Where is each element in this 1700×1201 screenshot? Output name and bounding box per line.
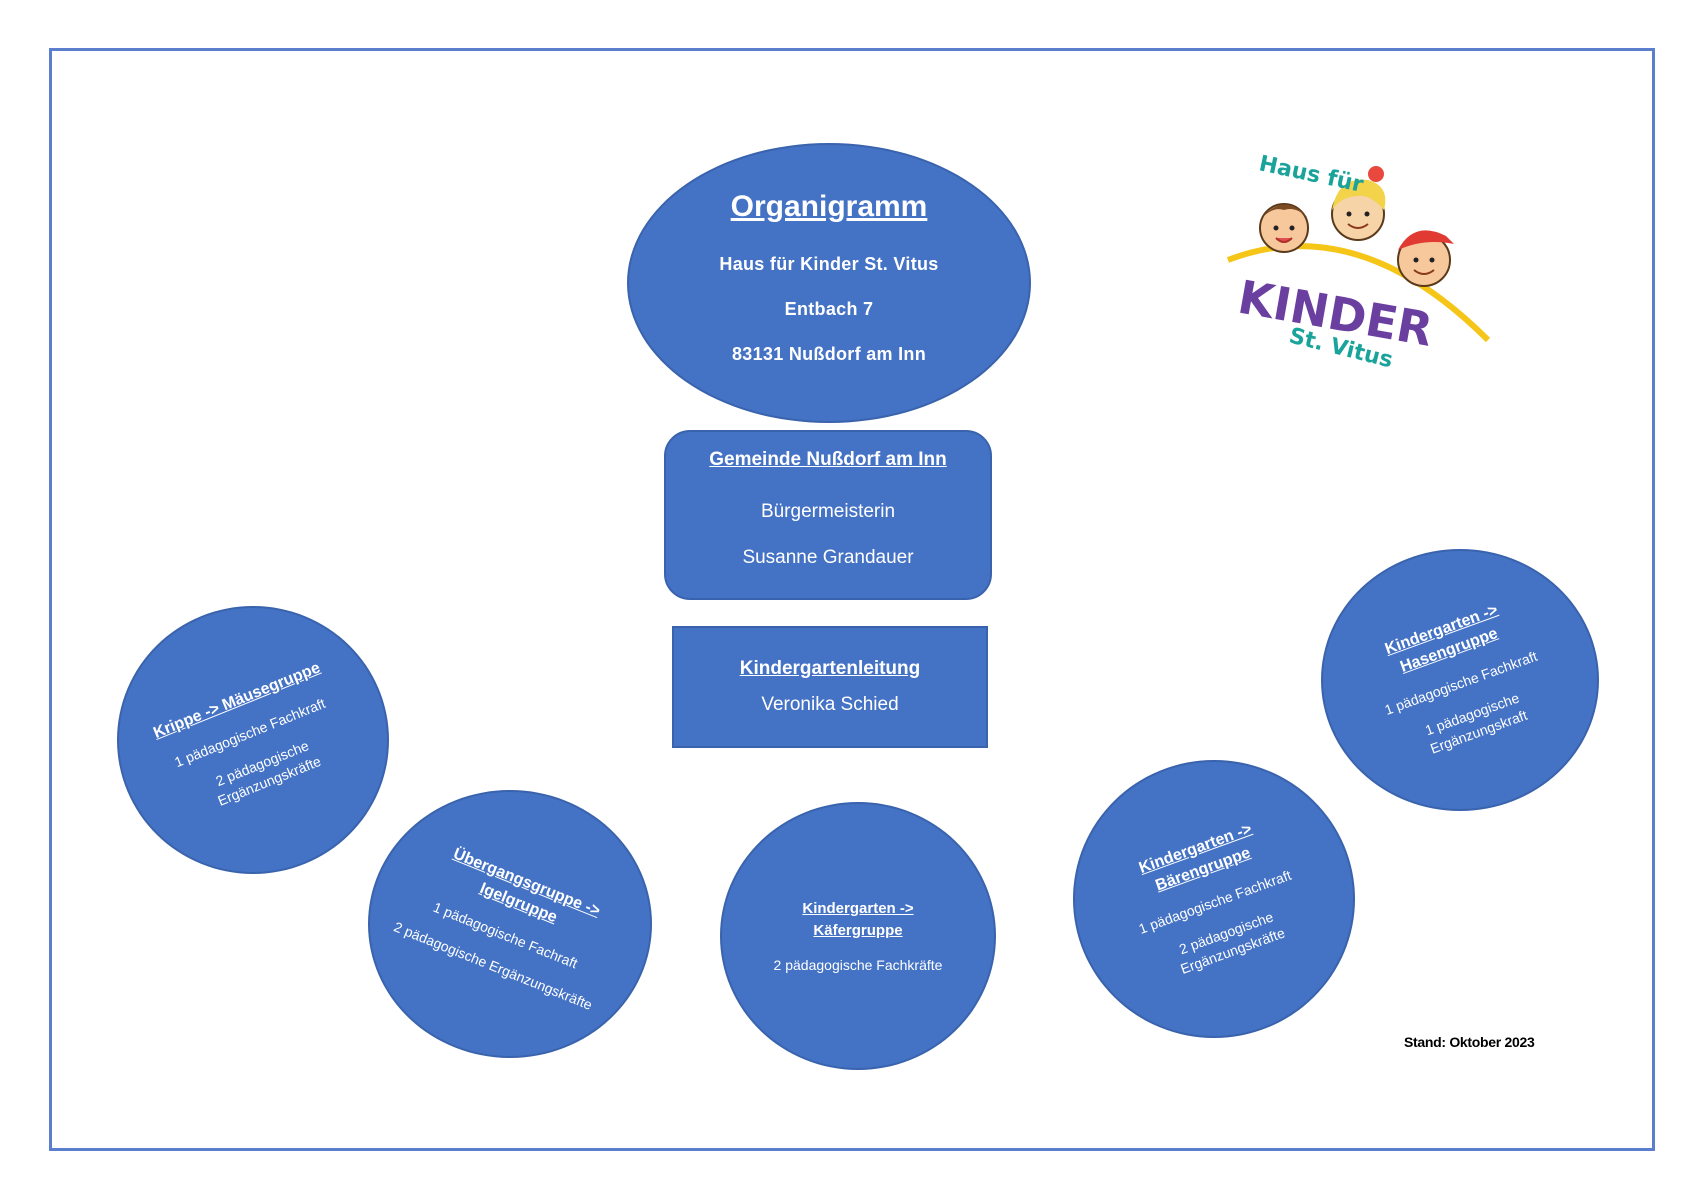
title-line-3: 83131 Nußdorf am Inn xyxy=(731,343,927,364)
leitung-heading: Kindergartenleitung xyxy=(739,658,921,679)
title-heading: Organigramm xyxy=(730,189,928,223)
title-line-1: Haus für Kinder St. Vitus xyxy=(719,253,939,274)
group-line-1: 2 pädagogische Fachkräfte xyxy=(773,956,943,973)
leitung-box: Kindergartenleitung Veronika Schied xyxy=(672,626,988,748)
logo-kid-right xyxy=(1397,230,1454,287)
kinder-logo: Haus für KINDER St. Vitus xyxy=(1226,151,1491,373)
group-heading: Kindergarten -> Käfergruppe xyxy=(802,899,914,939)
group-circle-maeuse: Krippe -> Mäusegruppe 1 pädagogische Fac… xyxy=(117,606,389,874)
title-line-2: Entbach 7 xyxy=(784,298,874,319)
gemeinde-line-2: Susanne Grandauer xyxy=(742,547,914,568)
logo-arc xyxy=(1226,243,1491,343)
title-ellipse: Organigramm Haus für Kinder St. Vitus En… xyxy=(627,143,1031,423)
gemeinde-heading: Gemeinde Nußdorf am Inn xyxy=(709,449,947,470)
group-circle-hasen: Kindergarten -> Hasengruppe 1 pädagogisc… xyxy=(1321,549,1599,811)
leitung-line-1: Veronika Schied xyxy=(761,694,899,715)
logo-top-text: Haus für xyxy=(1257,151,1366,197)
gemeinde-box: Gemeinde Nußdorf am Inn Bürgermeisterin … xyxy=(664,430,992,600)
group-circle-baeren: Kindergarten -> Bärengruppe 1 pädagogisc… xyxy=(1073,760,1355,1038)
logo-kid-left xyxy=(1259,203,1309,253)
group-circle-igel: Übergangsgruppe -> Igelgruppe 1 pädagogi… xyxy=(368,790,652,1058)
logo-kid-middle xyxy=(1331,166,1386,241)
page-frame xyxy=(49,48,1655,1151)
group-circle-kaefer: Kindergarten -> Käfergruppe 2 pädagogisc… xyxy=(720,802,996,1070)
stand-date: Stand: Oktober 2023 xyxy=(1404,1034,1535,1050)
gemeinde-line-1: Bürgermeisterin xyxy=(760,501,896,522)
